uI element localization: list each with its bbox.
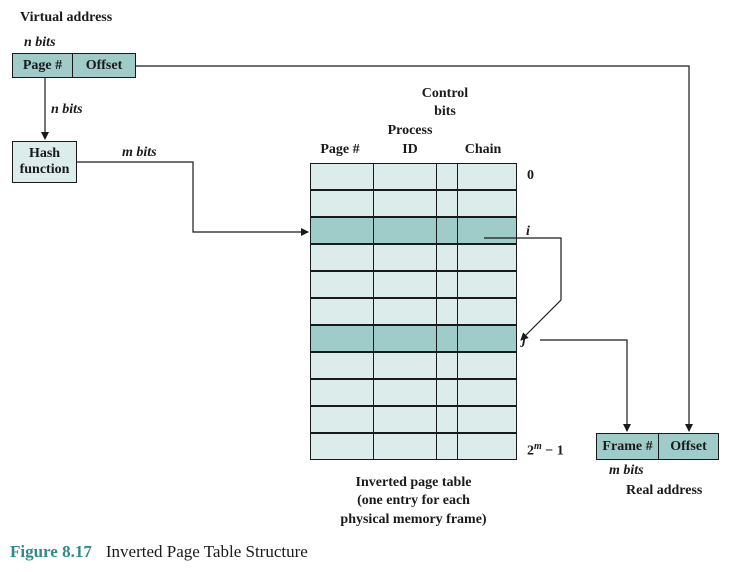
table-row bbox=[310, 406, 517, 433]
page-cell bbox=[311, 434, 374, 459]
control-bits-cell bbox=[437, 191, 458, 216]
table-row bbox=[310, 433, 517, 460]
page-cell bbox=[311, 164, 374, 189]
process-id-cell bbox=[374, 218, 437, 243]
page-cell bbox=[311, 326, 374, 351]
arrow-offset-to-real-offset bbox=[136, 65, 693, 432]
process-id-cell bbox=[374, 353, 437, 378]
table-caption-line3: physical memory frame) bbox=[340, 512, 487, 527]
table-row bbox=[310, 379, 517, 406]
header-page: Page # bbox=[320, 142, 360, 157]
control-bits-cell bbox=[437, 380, 458, 405]
table-row bbox=[310, 190, 517, 217]
arrow-row-j-to-frame bbox=[540, 339, 631, 432]
control-bits-cell bbox=[437, 272, 458, 297]
process-id-cell bbox=[374, 407, 437, 432]
figure-title: Inverted Page Table Structure bbox=[105, 542, 308, 561]
virtual-address-bits-label: n bits bbox=[24, 35, 56, 50]
process-id-cell bbox=[374, 434, 437, 459]
hash-output-bits-label: m bits bbox=[122, 145, 157, 160]
arrow-chain-i-to-j bbox=[484, 237, 562, 341]
page-cell bbox=[311, 380, 374, 405]
hash-box-line1: Hash bbox=[28, 146, 61, 161]
real-offset-field: Offset bbox=[658, 433, 719, 460]
real-address-title: Real address bbox=[626, 483, 703, 498]
table-row bbox=[310, 163, 517, 190]
table-row bbox=[310, 271, 517, 298]
row-label-last-base: 2 bbox=[527, 443, 534, 459]
process-id-cell bbox=[374, 299, 437, 324]
table-caption-line1: Inverted page table bbox=[355, 475, 472, 490]
control-bits-cell bbox=[437, 164, 458, 189]
process-id-cell bbox=[374, 326, 437, 351]
control-bits-cell bbox=[437, 299, 458, 324]
virtual-address-title: Virtual address bbox=[20, 10, 113, 25]
header-process-line2: ID bbox=[402, 142, 418, 157]
page-cell bbox=[311, 353, 374, 378]
page-cell bbox=[311, 218, 374, 243]
row-label-last-suffix: − 1 bbox=[541, 443, 564, 459]
table-row bbox=[310, 217, 517, 244]
header-chain: Chain bbox=[464, 142, 502, 157]
table-caption-line2: (one entry for each bbox=[357, 493, 470, 508]
row-label-zero: 0 bbox=[527, 168, 534, 183]
control-bits-cell bbox=[437, 326, 458, 351]
control-bits-cell bbox=[437, 407, 458, 432]
page-cell bbox=[311, 407, 374, 432]
control-bits-cell bbox=[437, 434, 458, 459]
process-id-cell bbox=[374, 380, 437, 405]
virtual-offset-field: Offset bbox=[72, 53, 136, 78]
page-cell bbox=[311, 299, 374, 324]
process-id-cell bbox=[374, 164, 437, 189]
page-cell bbox=[311, 245, 374, 270]
page-cell bbox=[311, 191, 374, 216]
header-process-line1: Process bbox=[387, 123, 433, 138]
header-control-line1: Control bbox=[421, 86, 469, 101]
header-control-line2: bits bbox=[434, 104, 456, 119]
process-id-cell bbox=[374, 191, 437, 216]
table-row bbox=[310, 298, 517, 325]
process-id-cell bbox=[374, 245, 437, 270]
row-label-i: i bbox=[526, 224, 530, 239]
process-id-cell bbox=[374, 272, 437, 297]
hash-input-bits-label: n bits bbox=[51, 102, 83, 117]
table-row bbox=[310, 325, 517, 352]
figure-number: Figure 8.17 bbox=[10, 542, 92, 561]
row-label-last: 2m − 1 bbox=[527, 439, 564, 460]
hash-function-box: Hash function bbox=[12, 141, 77, 183]
control-bits-cell bbox=[437, 218, 458, 243]
control-bits-cell bbox=[437, 353, 458, 378]
hash-box-line2: function bbox=[19, 162, 70, 177]
arrow-hash-to-row-i bbox=[77, 161, 309, 236]
table-row bbox=[310, 352, 517, 379]
real-address-bits-label: m bits bbox=[609, 463, 644, 478]
table-row bbox=[310, 244, 517, 271]
figure-caption: Figure 8.17 Inverted Page Table Structur… bbox=[10, 542, 308, 562]
virtual-page-field: Page # bbox=[12, 53, 73, 78]
control-bits-cell bbox=[437, 245, 458, 270]
page-cell bbox=[311, 272, 374, 297]
row-label-last-exponent: m bbox=[534, 441, 542, 452]
real-frame-field: Frame # bbox=[596, 433, 659, 460]
